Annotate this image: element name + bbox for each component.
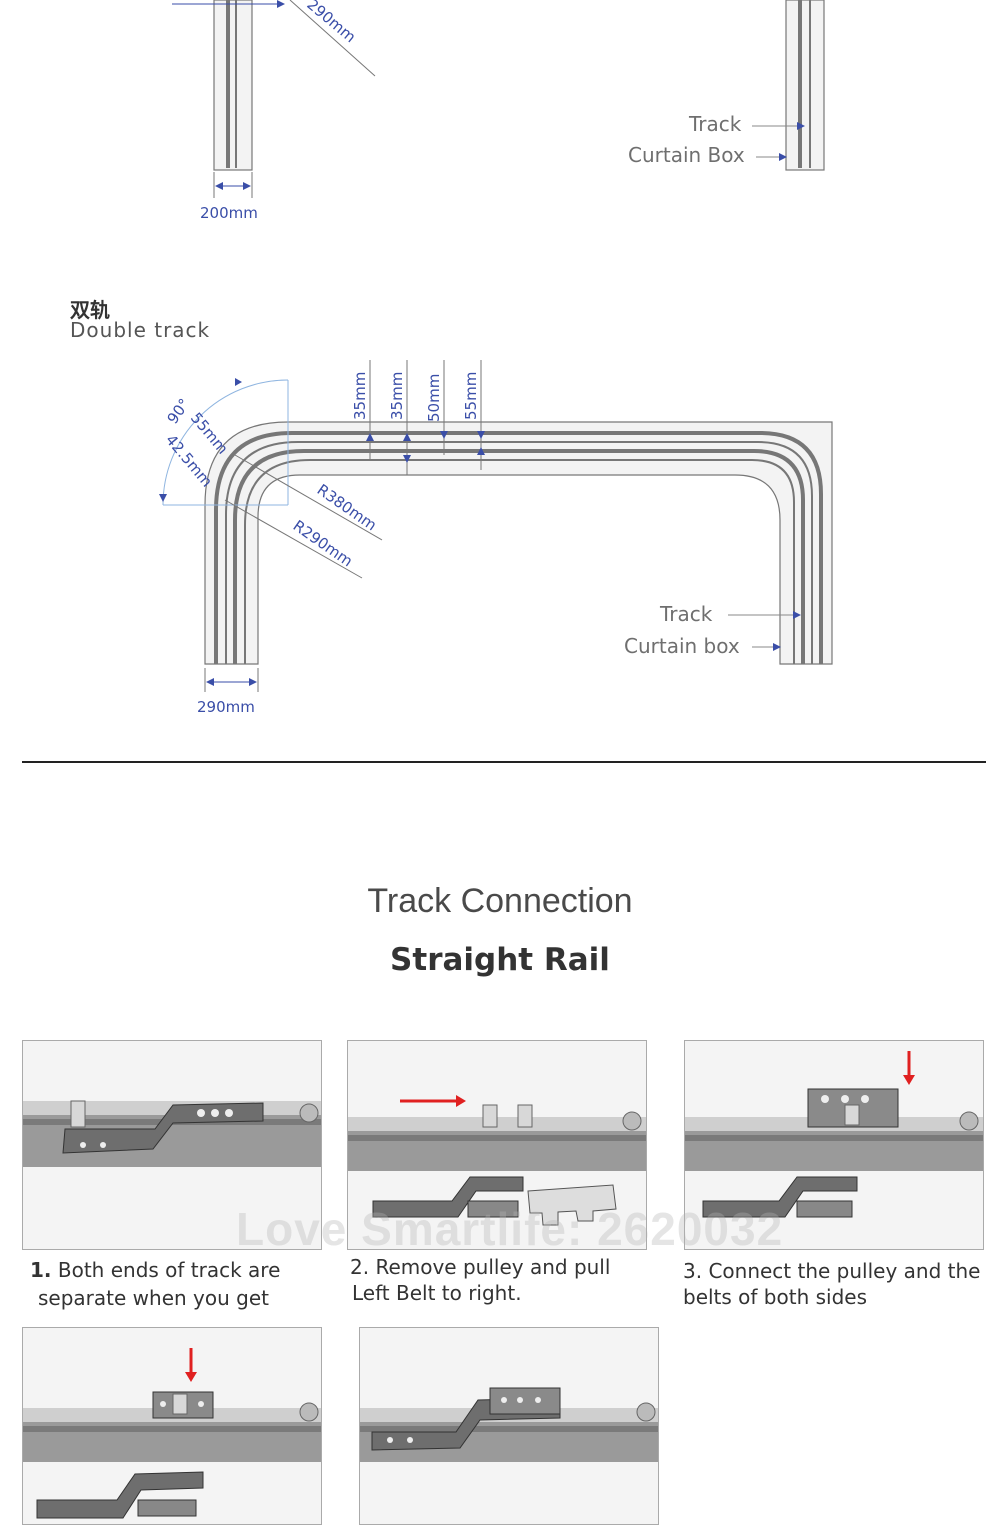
double-track-diagram: 90° 55mm 42.5mm R380mm R290mm 35mm 35mm … bbox=[159, 360, 833, 716]
double-track-heading-en: Double track bbox=[70, 318, 211, 342]
dim-55-label: 55mm bbox=[187, 409, 232, 458]
step-4-photo bbox=[22, 1327, 322, 1525]
double-track-label: Track bbox=[659, 602, 713, 626]
step-3-line2: belts of both sides bbox=[683, 1285, 868, 1309]
track-diagram: 290mm 200mm Track Curtain Box 90° 55mm 4… bbox=[22, 0, 986, 763]
step-3-caption: 3. Connect the pulley and the belts of b… bbox=[683, 1258, 993, 1310]
step-1-caption: 1. Both ends of track are separate when … bbox=[30, 1256, 330, 1312]
single-box-label: Curtain Box bbox=[628, 143, 745, 167]
watermark: Love Smartlife: 2620032 bbox=[236, 1203, 784, 1255]
step-1-line2: separate when you get bbox=[38, 1286, 269, 1310]
double-width-label: 290mm bbox=[197, 698, 255, 716]
step-1-number: 1. bbox=[30, 1258, 52, 1282]
single-track-diagram: 290mm 200mm Track Curtain Box bbox=[172, 0, 825, 222]
gap-label-4: 55mm bbox=[462, 372, 480, 420]
step-2-photo bbox=[347, 1040, 647, 1250]
section-title: Track Connection bbox=[367, 882, 633, 920]
gap-label-3: 50mm bbox=[425, 374, 443, 422]
radius-inner-label: R290mm bbox=[290, 517, 356, 571]
single-track-label: Track bbox=[688, 112, 742, 136]
radius-outer-label: R380mm bbox=[314, 481, 380, 535]
double-track-heading-cn: 双轨 bbox=[70, 298, 110, 322]
step-2-line2: Left Belt to right. bbox=[352, 1281, 522, 1305]
step-1-line1: Both ends of track are bbox=[57, 1258, 281, 1282]
step-3-photo bbox=[684, 1040, 984, 1250]
step-2-line1: Remove pulley and pull bbox=[375, 1255, 611, 1279]
step-5-photo bbox=[359, 1327, 659, 1525]
step-1-photo bbox=[22, 1040, 322, 1250]
single-width-label: 200mm bbox=[200, 204, 258, 222]
single-radius-label: 290mm bbox=[303, 0, 359, 46]
step-3-line1: Connect the pulley and the bbox=[708, 1259, 981, 1283]
gap-label-1: 35mm bbox=[351, 372, 369, 420]
double-box-label: Curtain box bbox=[624, 634, 740, 658]
gap-dimensions: 35mm 35mm 50mm 55mm bbox=[351, 360, 485, 475]
gap-label-2: 35mm bbox=[388, 372, 406, 420]
step-2-caption: 2. Remove pulley and pull Left Belt to r… bbox=[350, 1254, 650, 1306]
step-2-number: 2. bbox=[350, 1255, 370, 1279]
section-subtitle: Straight Rail bbox=[390, 942, 610, 978]
step-3-number: 3. bbox=[683, 1259, 703, 1283]
